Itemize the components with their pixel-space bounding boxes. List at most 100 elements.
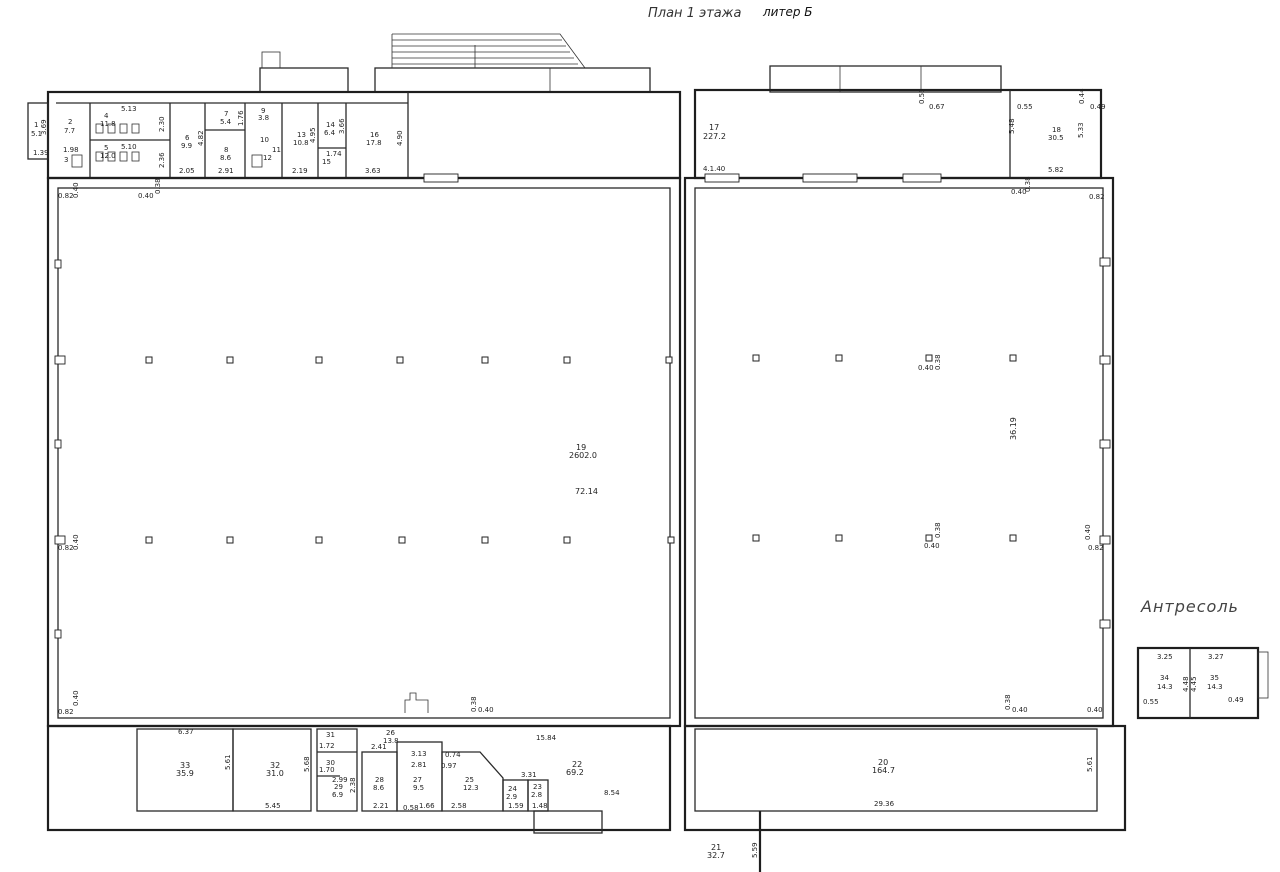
- room-labels: 1 5.1 2 7.7 3 4 11.8 5 12.0 6 9.9 7 5.4 …: [31, 107, 1223, 860]
- dim-0-82-tr: 0.82: [1089, 193, 1105, 201]
- dim-0-82-bl: 0.82: [58, 708, 74, 716]
- room-26-number: 26: [386, 729, 395, 737]
- room-22-area: 69.2: [566, 768, 584, 777]
- dim-4-48: 4.48: [1182, 676, 1190, 692]
- plan-title: План 1 этажа: [648, 6, 741, 21]
- dim-3-27: 3.27: [1208, 653, 1224, 661]
- room-9-area: 3.8: [258, 114, 269, 122]
- dim-2-91: 2.91: [218, 167, 234, 175]
- room-25-area: 12.3: [463, 784, 479, 792]
- dim-0-40-ml: 0.40: [72, 534, 80, 550]
- dim-0-40-tl: 0.40: [72, 182, 80, 198]
- room-6-number: 6: [185, 134, 190, 142]
- room-11-number: 11: [272, 146, 281, 154]
- dim-3-63: 3.63: [365, 167, 381, 175]
- dim-hall-width: 36.19: [1009, 417, 1018, 440]
- dim-0-38-br: 0.38: [1004, 694, 1012, 710]
- dim-0-40-bl: 0.40: [72, 690, 80, 706]
- room-2-number: 2: [68, 118, 72, 126]
- dim-0-38-top: 0.38: [154, 178, 162, 194]
- dim-5-33: 5.33: [1077, 122, 1085, 138]
- room-17-number: 17: [709, 123, 719, 132]
- room-16-number: 16: [370, 131, 379, 139]
- dim-1-70: 1.70: [319, 766, 335, 774]
- dim-2-41: 2.41: [371, 743, 387, 751]
- room-17-area: 227.2: [703, 132, 726, 141]
- dim-3-13: 3.13: [411, 750, 427, 758]
- dim-1-98: 1.98: [63, 146, 79, 154]
- room-33-area: 35.9: [176, 769, 194, 778]
- room-32-area: 31.0: [266, 769, 284, 778]
- room-32-number: 32: [270, 761, 280, 770]
- dim-4-95: 4.95: [309, 127, 317, 143]
- room-27-number: 27: [413, 776, 422, 784]
- dim-0-40-bm: 0.40: [478, 706, 494, 714]
- dim-0-58: 0.58: [403, 804, 419, 812]
- dim-0-40-col2: 0.40: [924, 542, 940, 550]
- dim-1-39: 1.39: [33, 149, 49, 157]
- dim-2-38: 2.38: [349, 777, 357, 793]
- dim-5-61-left: 5.61: [224, 754, 232, 770]
- bottom-service-strip: [46, 724, 1127, 872]
- dim-1-72: 1.72: [319, 742, 335, 750]
- room-23-number: 23: [533, 783, 542, 791]
- dim-1-66: 1.66: [419, 802, 435, 810]
- room-13-area: 10.8: [293, 139, 309, 147]
- dim-1-48: 1.48: [532, 802, 548, 810]
- room-25-number: 25: [465, 776, 474, 784]
- dim-3-31: 3.31: [521, 771, 537, 779]
- room-3-number: 3: [64, 156, 68, 164]
- room-14-area: 6.4: [324, 129, 336, 137]
- dim-0-55-top: 0.55: [1017, 103, 1033, 111]
- dim-2-19: 2.19: [292, 167, 308, 175]
- dim-5-13: 5.13: [121, 105, 137, 113]
- room-7-number: 7: [224, 110, 228, 118]
- room-35-area: 14.3: [1207, 683, 1223, 691]
- dim-29-36: 29.36: [874, 800, 895, 808]
- room-28-area: 8.6: [373, 784, 385, 792]
- dim-1-59: 1.59: [508, 802, 524, 810]
- dim-4-45: 4.45: [1190, 676, 1198, 692]
- dim-2-58: 2.58: [451, 802, 467, 810]
- dim-2-81: 2.81: [411, 761, 427, 769]
- dim-4-82: 4.82: [197, 130, 205, 146]
- dim-0-51: 0.51: [918, 88, 926, 104]
- room-24-area: 2.9: [506, 793, 517, 801]
- room-31-number: 31: [326, 731, 335, 739]
- room-19-area: 2602.0: [569, 451, 597, 460]
- room-21-area: 32.7: [707, 851, 725, 860]
- room-4-number: 4: [104, 112, 109, 120]
- dim-5-61-right: 5.61: [1086, 756, 1094, 772]
- dim-1-76: 1.76: [237, 110, 245, 126]
- room-21-number: 21: [711, 843, 721, 852]
- room-20-number: 20: [878, 758, 888, 767]
- dim-0-44: 0.44: [1078, 88, 1086, 104]
- column-grid: [145, 354, 1017, 544]
- room-16-area: 17.8: [366, 139, 382, 147]
- room-29-area: 6.9: [332, 791, 343, 799]
- dim-4-1-40: 4.1.40: [703, 165, 725, 173]
- dim-0-38-tr: 0.38: [1024, 176, 1032, 192]
- room-12-number: 12: [263, 154, 272, 162]
- dim-2-30: 2.30: [158, 116, 166, 132]
- dim-0-38-col1: 0.38: [934, 354, 942, 370]
- dim-0-82-mr: 0.82: [1088, 544, 1104, 552]
- roof-structures: [259, 33, 1002, 93]
- mezzanine-label: Антресоль: [1140, 597, 1239, 616]
- room-5-area: 12.0: [100, 152, 116, 160]
- room-19-number: 19: [576, 443, 586, 452]
- room-27-area: 9.5: [413, 784, 424, 792]
- room-2-area: 7.7: [64, 127, 75, 135]
- dim-15-84: 15.84: [536, 734, 557, 742]
- dim-0-82-tl: 0.82: [58, 192, 74, 200]
- dim-4-90: 4.90: [396, 130, 404, 146]
- dim-0-40-br: 0.40: [1012, 706, 1028, 714]
- room-9-number: 9: [261, 107, 265, 115]
- room-1-number: 1: [34, 121, 38, 129]
- room-29-number: 29: [334, 783, 343, 791]
- room-15-number: 15: [322, 158, 331, 166]
- toilet-fixtures: [95, 123, 140, 162]
- room-34-area: 14.3: [1157, 683, 1173, 691]
- dim-5-10: 5.10: [121, 143, 137, 151]
